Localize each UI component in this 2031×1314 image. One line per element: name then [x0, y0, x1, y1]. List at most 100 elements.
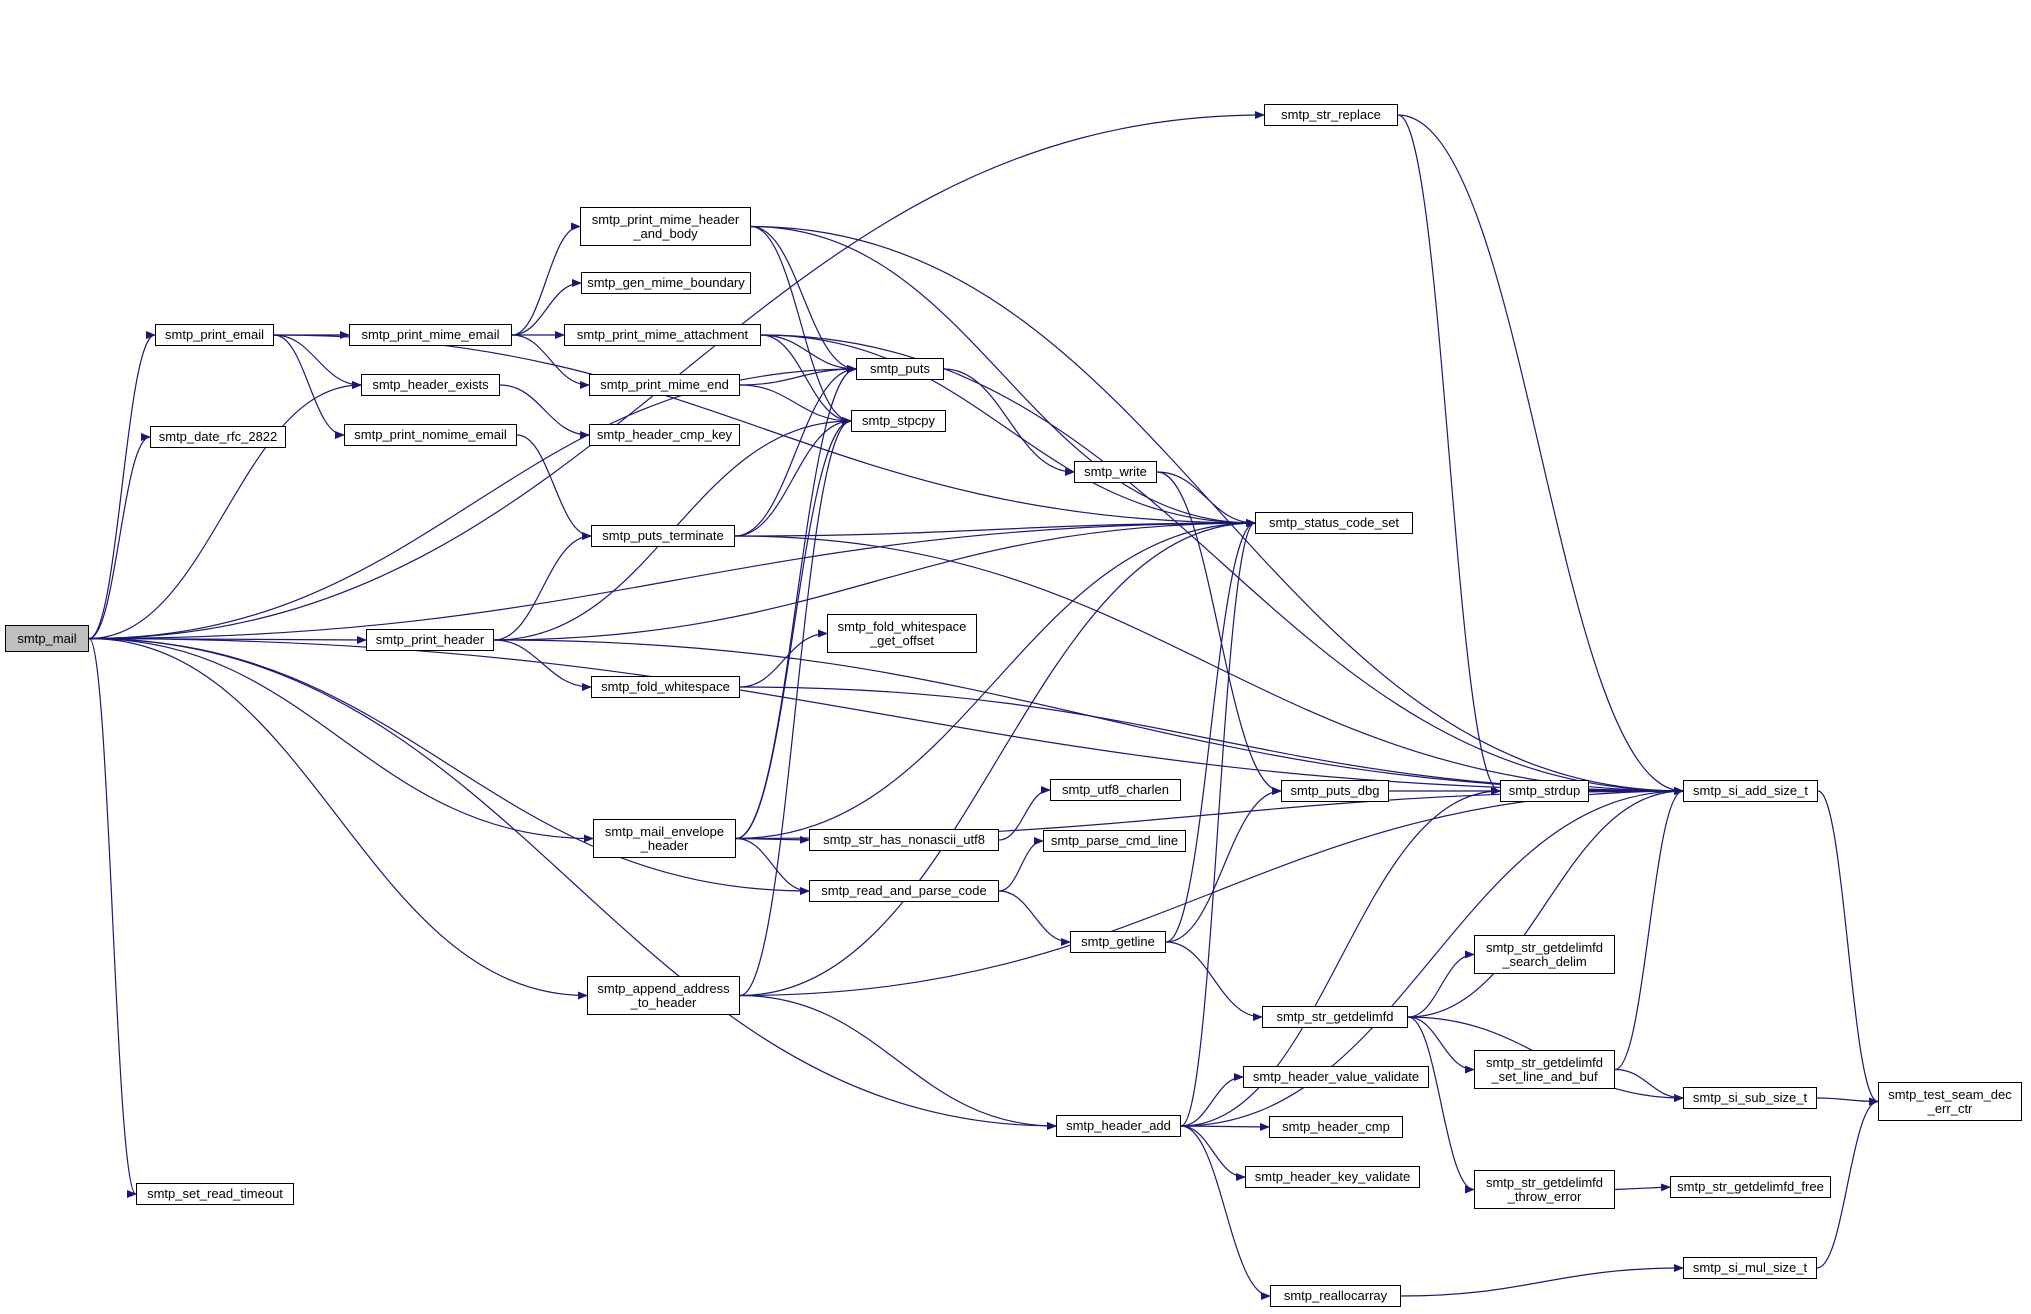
node-smtp-print-mime-attachment[interactable]: smtp_print_mime_attachment	[564, 324, 761, 346]
node-smtp-str-getdelimfd-set-line-and-buf[interactable]: smtp_str_getdelimfd_set_line_and_buf	[1474, 1050, 1615, 1089]
edge-smtp-mail-to-smtp-set-read-timeout	[88, 637, 137, 1198]
node-label: smtp_puts	[870, 361, 930, 376]
node-label: smtp_print_header	[375, 632, 485, 647]
edge-smtp-str-getdelimfd-to-smtp-str-getdelimfd-set-line-and-buf	[1407, 1016, 1475, 1074]
node-smtp-puts[interactable]: smtp_puts	[856, 358, 944, 380]
node-label: smtp_str_getdelimfd	[1276, 1009, 1394, 1024]
node-label: smtp_strdup	[1508, 783, 1581, 798]
edge-smtp-str-getdelimfd-to-smtp-si-add-size-t	[1407, 787, 1684, 1018]
node-label: smtp_print_mime_email	[361, 327, 500, 342]
edge-smtp-reallocarray-to-smtp-si-mul-size-t	[1400, 1264, 1684, 1297]
node-smtp-fold-whitespace[interactable]: smtp_fold_whitespace	[591, 676, 740, 698]
node-label: smtp_gen_mime_boundary	[587, 275, 745, 290]
node-label: smtp_header_value_validate	[1252, 1069, 1420, 1084]
node-smtp-str-getdelimfd-search-delim[interactable]: smtp_str_getdelimfd_search_delim	[1474, 935, 1615, 974]
node-smtp-puts-terminate[interactable]: smtp_puts_terminate	[591, 525, 735, 547]
edge-smtp-mail-to-smtp-read-and-parse-code	[88, 637, 810, 895]
edge-smtp-header-add-to-smtp-strdup	[1180, 787, 1501, 1127]
node-smtp-read-and-parse-code[interactable]: smtp_read_and_parse_code	[809, 880, 999, 902]
node-smtp-print-mime-email[interactable]: smtp_print_mime_email	[349, 324, 512, 346]
node-smtp-test-seam-dec-err-ctr[interactable]: smtp_test_seam_dec_err_ctr	[1878, 1082, 2022, 1121]
edge-smtp-getline-to-smtp-status-code-set	[1165, 519, 1256, 943]
node-label: smtp_status_code_set	[1268, 515, 1400, 530]
node-label: smtp_test_seam_dec	[1888, 1086, 2012, 1102]
edge-smtp-si-add-size-t-to-smtp-test-seam-dec-err-ctr	[1817, 790, 1879, 1106]
edge-smtp-header-add-to-smtp-header-cmp	[1180, 1122, 1270, 1131]
node-label: smtp_header_cmp_key	[596, 427, 733, 442]
node-smtp-set-read-timeout[interactable]: smtp_set_read_timeout	[136, 1183, 294, 1205]
node-smtp-print-mime-end[interactable]: smtp_print_mime_end	[589, 374, 740, 396]
node-smtp-print-nomime-email[interactable]: smtp_print_nomime_email	[344, 424, 517, 446]
edge-smtp-getline-to-smtp-puts-dbg	[1165, 787, 1282, 943]
edge-smtp-print-header-to-smtp-fold-whitespace	[493, 639, 592, 691]
node-smtp-stpcpy[interactable]: smtp_stpcpy	[851, 410, 946, 432]
edge-smtp-header-add-to-smtp-status-code-set	[1180, 519, 1256, 1127]
node-label: _set_line_and_buf	[1491, 1068, 1598, 1084]
edge-smtp-print-header-to-smtp-puts-terminate	[493, 532, 592, 641]
edge-smtp-mail-to-smtp-header-exists	[88, 381, 362, 640]
node-smtp-header-value-validate[interactable]: smtp_header_value_validate	[1243, 1066, 1429, 1088]
node-label: smtp_str_getdelimfd	[1485, 1174, 1604, 1190]
node-smtp-print-mime-header-and-body[interactable]: smtp_print_mime_header_and_body	[580, 207, 751, 246]
node-label: smtp_fold_whitespace	[601, 679, 730, 694]
node-smtp-str-replace[interactable]: smtp_str_replace	[1264, 104, 1398, 126]
node-label: smtp_mail	[17, 630, 77, 646]
node-label: smtp_str_getdelimfd	[1485, 939, 1604, 955]
node-smtp-parse-cmd-line[interactable]: smtp_parse_cmd_line	[1043, 830, 1186, 852]
node-label: smtp_write	[1084, 464, 1147, 479]
node-smtp-header-cmp-key[interactable]: smtp_header_cmp_key	[589, 424, 740, 446]
edge-smtp-append-address-to-header-to-smtp-stpcpy	[739, 417, 852, 997]
node-smtp-gen-mime-boundary[interactable]: smtp_gen_mime_boundary	[581, 272, 751, 294]
edge-smtp-print-mime-attachment-to-smtp-stpcpy	[760, 334, 852, 425]
node-smtp-status-code-set[interactable]: smtp_status_code_set	[1255, 512, 1413, 534]
node-smtp-si-mul-size-t[interactable]: smtp_si_mul_size_t	[1683, 1257, 1817, 1279]
node-smtp-str-has-nonascii-utf8[interactable]: smtp_str_has_nonascii_utf8	[809, 829, 999, 851]
node-smtp-header-key-validate[interactable]: smtp_header_key_validate	[1245, 1166, 1420, 1188]
node-smtp-getline[interactable]: smtp_getline	[1070, 931, 1166, 953]
edge-smtp-puts-terminate-to-smtp-status-code-set	[734, 519, 1256, 537]
node-smtp-mail[interactable]: smtp_mail	[5, 625, 89, 652]
node-label: smtp_stpcpy	[862, 413, 935, 428]
node-smtp-print-header[interactable]: smtp_print_header	[366, 629, 494, 651]
node-label: smtp_str_getdelimfd	[1485, 1054, 1604, 1070]
edge-smtp-print-mime-attachment-to-smtp-status-code-set	[760, 334, 1256, 527]
node-smtp-append-address-to-header[interactable]: smtp_append_address_to_header	[587, 976, 740, 1015]
edge-smtp-append-address-to-header-to-smtp-status-code-set	[739, 519, 1256, 997]
node-smtp-si-add-size-t[interactable]: smtp_si_add_size_t	[1683, 780, 1818, 802]
edge-smtp-mail-envelope-header-to-smtp-stpcpy	[735, 417, 852, 840]
node-label: smtp_getline	[1081, 934, 1155, 949]
node-smtp-fold-whitespace-get-offset[interactable]: smtp_fold_whitespace_get_offset	[827, 614, 977, 653]
node-smtp-write[interactable]: smtp_write	[1074, 461, 1157, 483]
edge-smtp-print-email-to-smtp-print-nomime-email	[273, 334, 345, 439]
node-label: smtp_utf8_charlen	[1062, 782, 1169, 797]
edge-smtp-mail-to-smtp-append-address-to-header	[88, 637, 588, 1000]
node-label: smtp_parse_cmd_line	[1050, 833, 1179, 848]
node-smtp-str-getdelimfd-free[interactable]: smtp_str_getdelimfd_free	[1670, 1176, 1831, 1198]
edge-smtp-print-mime-header-and-body-to-smtp-puts	[750, 225, 857, 373]
edge-smtp-print-mime-email-to-smtp-print-mime-header-and-body	[511, 222, 581, 336]
edge-smtp-print-mime-attachment-to-smtp-puts	[760, 334, 857, 373]
node-smtp-reallocarray[interactable]: smtp_reallocarray	[1270, 1285, 1401, 1307]
node-smtp-str-getdelimfd[interactable]: smtp_str_getdelimfd	[1262, 1006, 1408, 1028]
edge-smtp-print-email-to-smtp-status-code-set	[273, 334, 1256, 527]
node-label: _get_offset	[869, 632, 935, 648]
edge-smtp-puts-terminate-to-smtp-stpcpy	[734, 417, 852, 537]
node-label: _to_header	[630, 994, 697, 1010]
node-smtp-mail-envelope-header[interactable]: smtp_mail_envelope_header	[593, 819, 736, 858]
edge-smtp-str-replace-to-smtp-si-add-size-t	[1397, 114, 1684, 795]
node-smtp-header-cmp[interactable]: smtp_header_cmp	[1269, 1116, 1403, 1138]
node-smtp-header-add[interactable]: smtp_header_add	[1056, 1115, 1181, 1137]
node-smtp-header-exists[interactable]: smtp_header_exists	[361, 374, 500, 396]
node-smtp-si-sub-size-t[interactable]: smtp_si_sub_size_t	[1683, 1087, 1817, 1109]
edge-smtp-print-mime-header-and-body-to-smtp-status-code-set	[750, 225, 1256, 527]
node-smtp-strdup[interactable]: smtp_strdup	[1500, 780, 1589, 802]
node-smtp-puts-dbg[interactable]: smtp_puts_dbg	[1281, 780, 1389, 802]
node-smtp-print-email[interactable]: smtp_print_email	[155, 324, 274, 346]
node-smtp-str-getdelimfd-throw-error[interactable]: smtp_str_getdelimfd_throw_error	[1474, 1170, 1615, 1209]
node-smtp-date-rfc-2822[interactable]: smtp_date_rfc_2822	[150, 426, 286, 448]
node-smtp-utf8-charlen[interactable]: smtp_utf8_charlen	[1050, 779, 1181, 801]
node-label: smtp_mail_envelope	[604, 823, 725, 839]
node-label: smtp_print_nomime_email	[354, 427, 507, 442]
node-label: smtp_si_sub_size_t	[1692, 1090, 1808, 1105]
edge-smtp-header-add-to-smtp-si-add-size-t	[1180, 787, 1684, 1127]
